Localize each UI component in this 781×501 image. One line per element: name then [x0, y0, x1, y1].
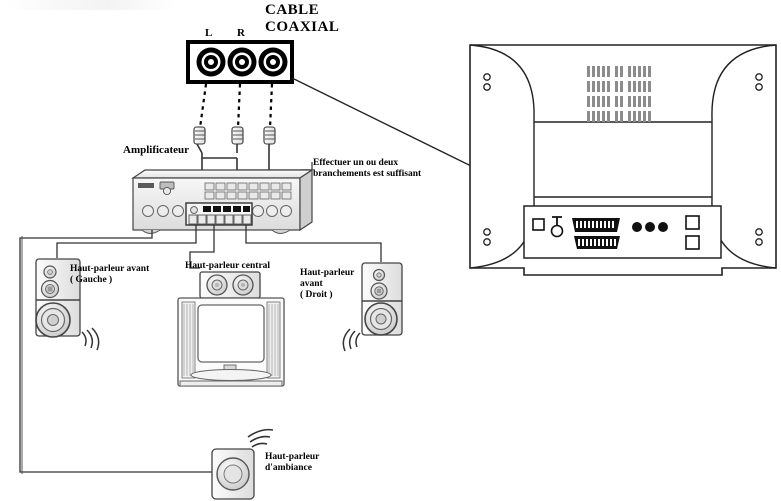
amp-speaker-terminals[interactable] — [185, 202, 253, 226]
label-channel-left: L — [205, 27, 213, 39]
io-scart-upper — [572, 218, 620, 232]
label-front-right-speaker: Haut-parleur avant ( Droit ) — [300, 268, 355, 300]
amp-button-row-top[interactable] — [204, 182, 292, 191]
io-antenna-jack — [550, 216, 564, 238]
amp-brand-plate — [138, 183, 154, 188]
rca-plugs — [193, 126, 276, 170]
coax-panel[interactable] — [186, 40, 294, 84]
amp-knobs-left[interactable] — [142, 205, 184, 217]
rca-plug-1 — [193, 126, 206, 154]
coax-dotted-cables — [198, 83, 274, 129]
tv-rear-screws — [483, 73, 763, 246]
fl-sound-waves — [81, 327, 100, 351]
fl-tweeter — [43, 265, 57, 279]
speaker-wiring — [19, 225, 382, 474]
tv-vent-grille — [587, 66, 651, 122]
note-leader — [300, 162, 313, 171]
label-channel-right: R — [237, 27, 245, 39]
label-cable-coaxial: CABLE COAXIAL — [265, 2, 340, 36]
amp-knobs-right[interactable] — [252, 205, 292, 217]
label-connection-note: Effectuer un ou deux branchements est su… — [313, 158, 422, 179]
tv-base — [190, 368, 272, 382]
fl-woofer — [35, 302, 71, 338]
television-front — [177, 297, 285, 387]
rca-plug-2 — [231, 126, 244, 153]
tv-screen — [197, 304, 265, 363]
fr-tweeter — [372, 268, 386, 282]
fr-sound-waves — [342, 328, 361, 352]
speaker-front-left[interactable] — [35, 258, 100, 351]
label-front-left-speaker: Haut-parleur avant ( Gauche ) — [70, 264, 150, 285]
speaker-surround[interactable] — [211, 428, 274, 500]
tv-io-panel[interactable] — [523, 205, 722, 259]
speaker-front-right[interactable] — [342, 262, 403, 352]
io-scart-lower — [574, 236, 620, 249]
amp-button-row-bottom[interactable] — [204, 191, 292, 200]
fl-midrange — [40, 279, 60, 299]
tv-grille-left — [181, 301, 196, 379]
cropped-title-fragment — [6, 0, 176, 10]
amplifier[interactable] — [131, 168, 314, 234]
fr-midrange — [370, 282, 388, 300]
io-rca-triple — [632, 222, 668, 232]
center-driver-left — [206, 274, 228, 296]
television-rear — [469, 44, 777, 276]
fr-woofer — [364, 302, 398, 336]
label-amplifier: Amplificateur — [123, 144, 189, 156]
rca-plug-3 — [263, 126, 276, 170]
center-driver-right — [232, 274, 254, 296]
amp-power-knob[interactable] — [159, 181, 175, 196]
coax-jack-l[interactable] — [196, 47, 226, 77]
io-square-jack — [532, 218, 545, 231]
coax-jack-coaxial[interactable] — [258, 47, 288, 77]
label-center-speaker: Haut-parleur central — [185, 261, 271, 271]
coax-jack-r[interactable] — [227, 47, 257, 77]
io-square-upper — [685, 215, 700, 230]
surround-sound-waves — [247, 428, 274, 448]
tv-grille-right — [266, 301, 281, 379]
io-square-lower — [685, 235, 700, 250]
label-surround-speaker: Haut-parleur d'ambiance — [265, 452, 320, 473]
